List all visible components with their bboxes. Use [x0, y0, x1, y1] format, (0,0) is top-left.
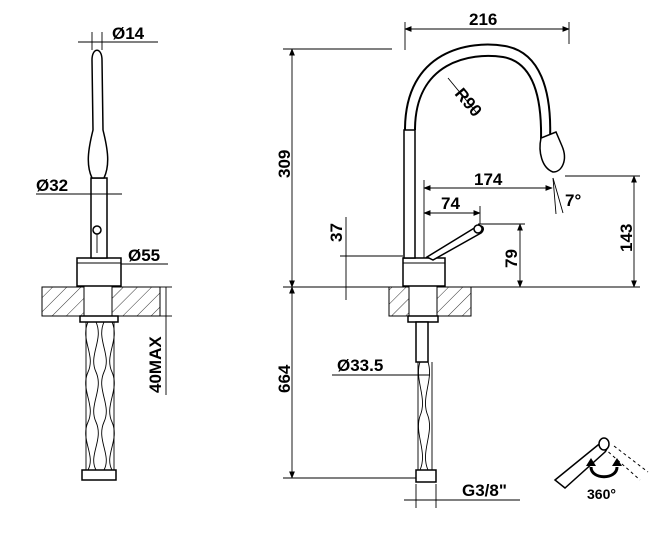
width-label: 216 [469, 10, 497, 29]
lever-reach-label: 74 [441, 194, 460, 213]
base-front [402, 257, 446, 287]
thread-label: G3/8" [462, 481, 507, 500]
hose-fittings-side [81, 469, 117, 481]
spout-diameter-label: Ø14 [112, 24, 145, 43]
deck-hole-side [83, 285, 113, 318]
height-total-label: 309 [275, 150, 294, 178]
spout-outlet [539, 131, 566, 173]
front-view: 216 R90 309 174 143 7° 74 79 37 [275, 10, 640, 508]
outlet-angle-label: 7° [565, 191, 581, 210]
outlet-reach-label: 174 [474, 170, 503, 189]
rotation-diagram: 360° [553, 437, 649, 502]
hole-diameter-label: Ø33.5 [337, 356, 383, 375]
hose-fitting-front [415, 469, 437, 483]
deck-thickness-label: 40MAX [146, 336, 165, 393]
hose-front [418, 361, 423, 471]
radius-label: R90 [451, 84, 486, 120]
spout-arc [404, 43, 552, 141]
lever-pivot-side [92, 225, 102, 235]
body-side [90, 177, 108, 259]
lever-height-label: 79 [502, 249, 521, 268]
base-diameter-label: Ø55 [128, 246, 160, 265]
side-view: Ø14 Ø32 Ø55 40MAX [36, 24, 172, 481]
nut-front [407, 315, 439, 323]
hoses-side [85, 321, 115, 471]
base-side [76, 257, 122, 287]
body-diameter-label: Ø32 [36, 176, 68, 195]
outlet-height-label: 143 [617, 224, 636, 252]
rotation-arrow-icon [589, 466, 619, 479]
nut-side [79, 315, 119, 323]
spout-side [87, 49, 109, 179]
rotation-label: 360° [587, 486, 616, 502]
body-front [403, 129, 416, 259]
pipe-front [415, 321, 429, 363]
base-height-label: 37 [327, 223, 346, 242]
hose-length-label: 664 [275, 364, 294, 393]
deck-hole-front [408, 285, 438, 318]
